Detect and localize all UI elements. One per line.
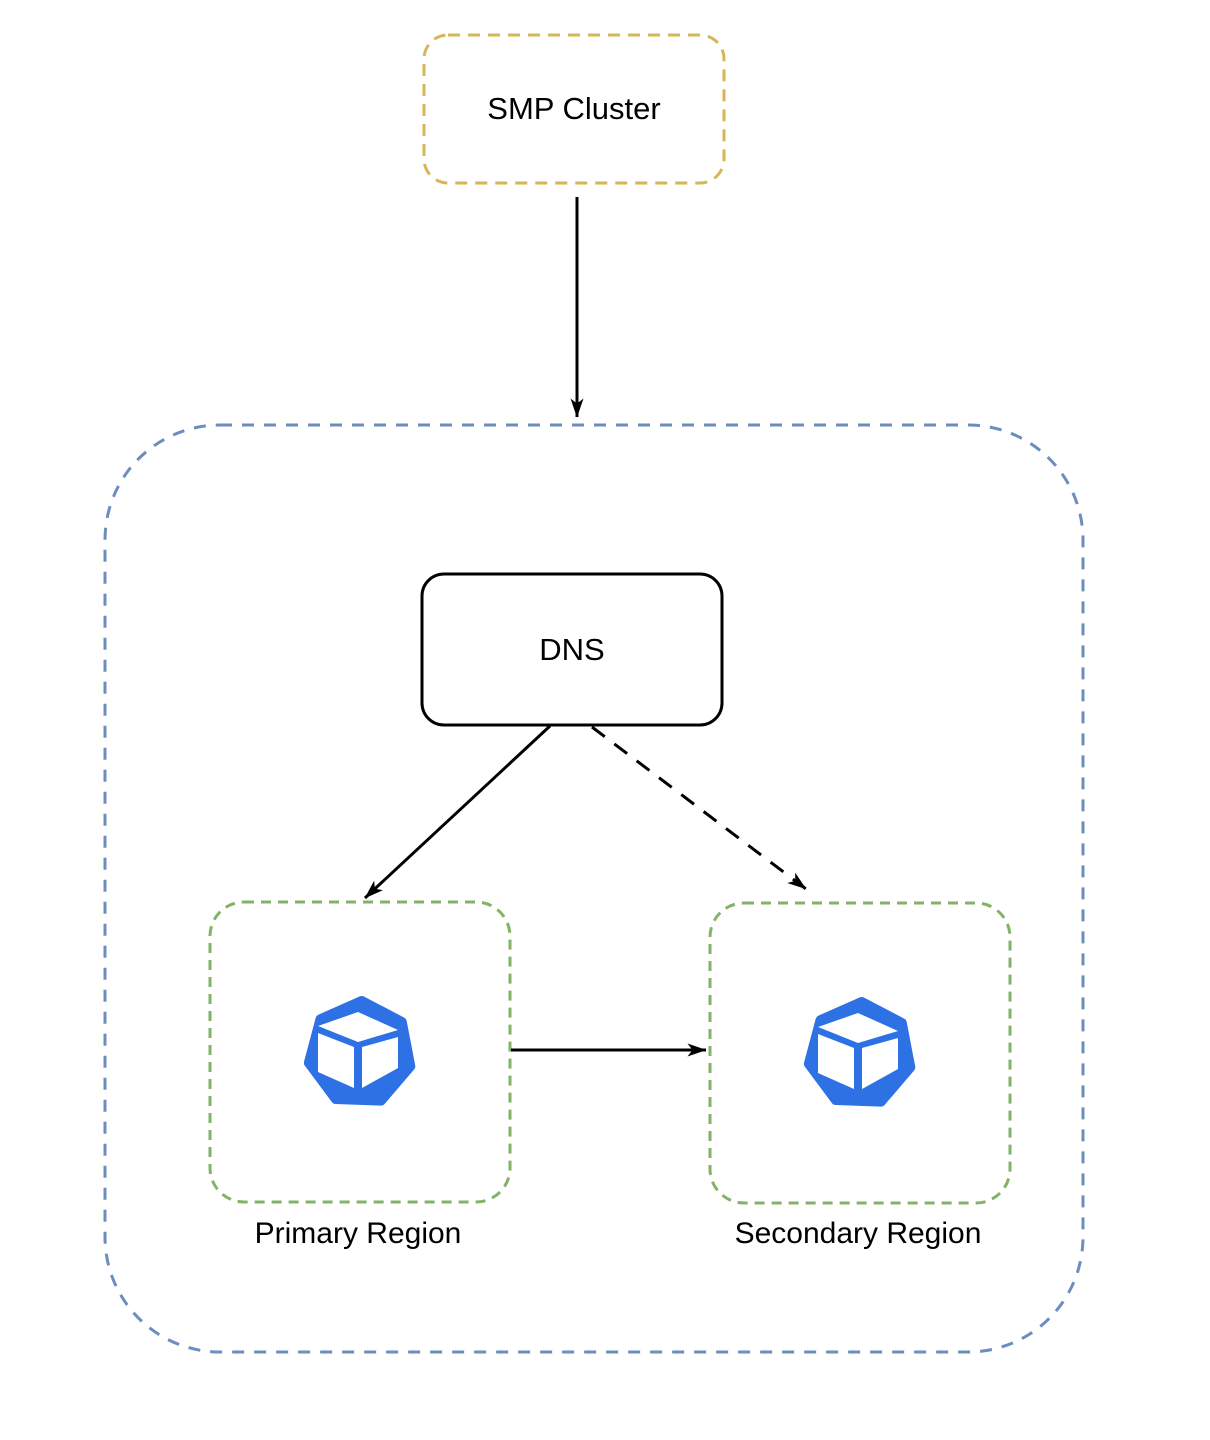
kubernetes-cube-heptagon-icon: [809, 1002, 910, 1102]
kubernetes-cube-heptagon-icon: [309, 1001, 410, 1101]
multi-region-container-box: [103, 423, 1085, 1354]
arrow-dns-to-primary: [363, 724, 552, 900]
dns-box: [420, 572, 724, 727]
arrow-dns-to-secondary-dashed: [591, 725, 807, 891]
smp-cluster-box: [422, 33, 726, 185]
